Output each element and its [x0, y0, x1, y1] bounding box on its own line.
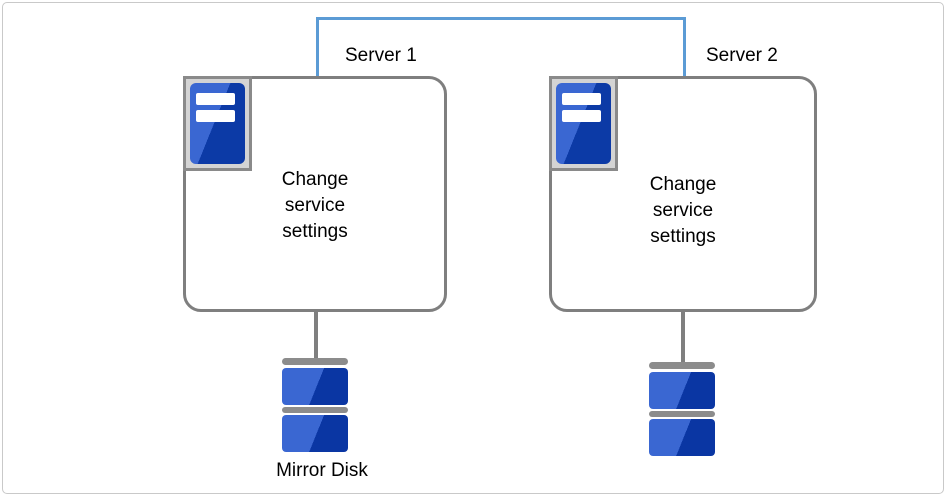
mirror-disk-icon: [282, 358, 348, 452]
interconnect-line-left: [316, 17, 319, 77]
server-icon-body: [556, 83, 611, 164]
server-icon-slot: [196, 93, 235, 105]
server1-label: Server 1: [345, 45, 417, 66]
server2-icon: [549, 76, 618, 171]
server2-disk-connector: [681, 310, 685, 364]
interconnect-line-horizontal: [316, 17, 686, 20]
server1-disk-connector: [314, 310, 318, 360]
mirror-disk-icon: [649, 362, 715, 456]
interconnect-line-right: [683, 17, 686, 77]
server2-box: Change service settings: [549, 76, 817, 312]
disk-cap: [282, 358, 348, 365]
server2-label: Server 2: [706, 45, 778, 66]
disk-platter: [649, 372, 715, 409]
disk-cap: [649, 362, 715, 369]
disk-platter: [649, 419, 715, 456]
disk-platter: [282, 368, 348, 405]
server-icon-slot: [196, 110, 235, 122]
server1-box-text: Change service settings: [281, 169, 349, 242]
server-icon-body: [190, 83, 245, 164]
server-icon-slot: [562, 93, 601, 105]
disk-platter: [282, 415, 348, 452]
server-icon-slot: [562, 110, 601, 122]
disk-cap: [649, 411, 715, 417]
disk-cap: [282, 407, 348, 413]
server1-icon: [183, 76, 252, 171]
server2-box-text: Change service settings: [649, 174, 717, 247]
mirror-disk-label: Mirror Disk: [276, 460, 368, 481]
